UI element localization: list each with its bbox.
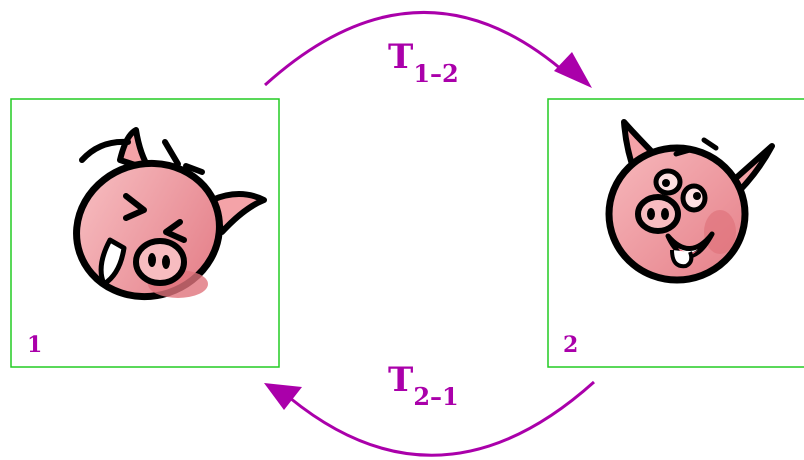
frame-1-number: 1 [27,332,42,358]
happy-pig-icon [609,122,772,280]
svg-text:T2–1: T2–1 [388,360,459,411]
svg-text:T1–2: T1–2 [388,37,459,88]
transform-main-symbol: T [388,37,413,77]
transform-subscript: 1–2 [413,59,458,88]
transform-label-2-1: T2–1 [388,360,459,411]
arrowhead-2-to-1 [264,383,302,410]
transform-label-1-2: T1–2 [388,37,459,88]
frame-2: 2 [548,99,804,367]
frame-1: 1 [11,99,279,367]
transform-subscript: 2–1 [413,382,458,411]
arrowhead-1-to-2 [554,52,592,88]
angry-pig-icon [59,130,264,315]
transform-main-symbol: T [388,360,413,400]
frame-2-number: 2 [563,332,578,358]
